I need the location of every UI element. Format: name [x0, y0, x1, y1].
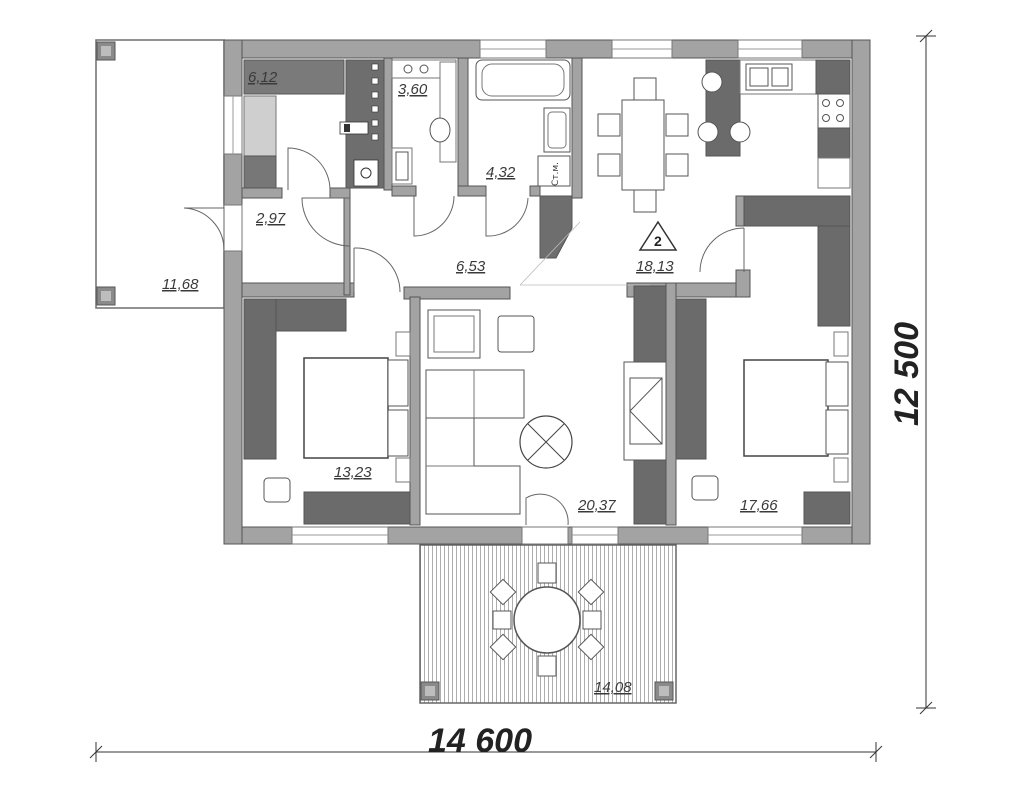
area-porch: 11,68 [162, 276, 199, 293]
terrace [419, 544, 677, 704]
toilet-room [391, 59, 457, 185]
area-storage: 6,12 [248, 69, 278, 86]
dimension-lines [89, 29, 936, 762]
area-living-room: 20,37 [577, 497, 616, 514]
area-toilet: 3,60 [398, 81, 428, 98]
boiler-label: Ст.м. [551, 162, 561, 186]
level-marker [638, 220, 678, 251]
area-kitchen-dining: 18,13 [636, 258, 674, 275]
porch [95, 39, 225, 309]
width-dimension-label: 14 600 [428, 722, 532, 760]
area-hall: 6,53 [456, 258, 486, 275]
doors [183, 147, 745, 526]
level-marker-label: 2 [654, 233, 662, 249]
bedroom-left [243, 298, 411, 525]
area-vestibule: 2,97 [255, 210, 286, 227]
height-dimension-label: 12 500 [888, 322, 926, 426]
windows [223, 39, 803, 545]
area-bedroom-left: 13,23 [334, 464, 372, 481]
living-room [425, 285, 667, 525]
bathroom [475, 59, 571, 187]
bedroom-right [675, 298, 851, 525]
kitchen-dining [519, 59, 851, 327]
area-bathroom: 4,32 [486, 164, 516, 181]
area-bedroom-right: 17,66 [740, 497, 778, 514]
terrace-table [489, 562, 605, 677]
area-terrace: 14,08 [594, 679, 632, 696]
storage-room [243, 59, 385, 189]
